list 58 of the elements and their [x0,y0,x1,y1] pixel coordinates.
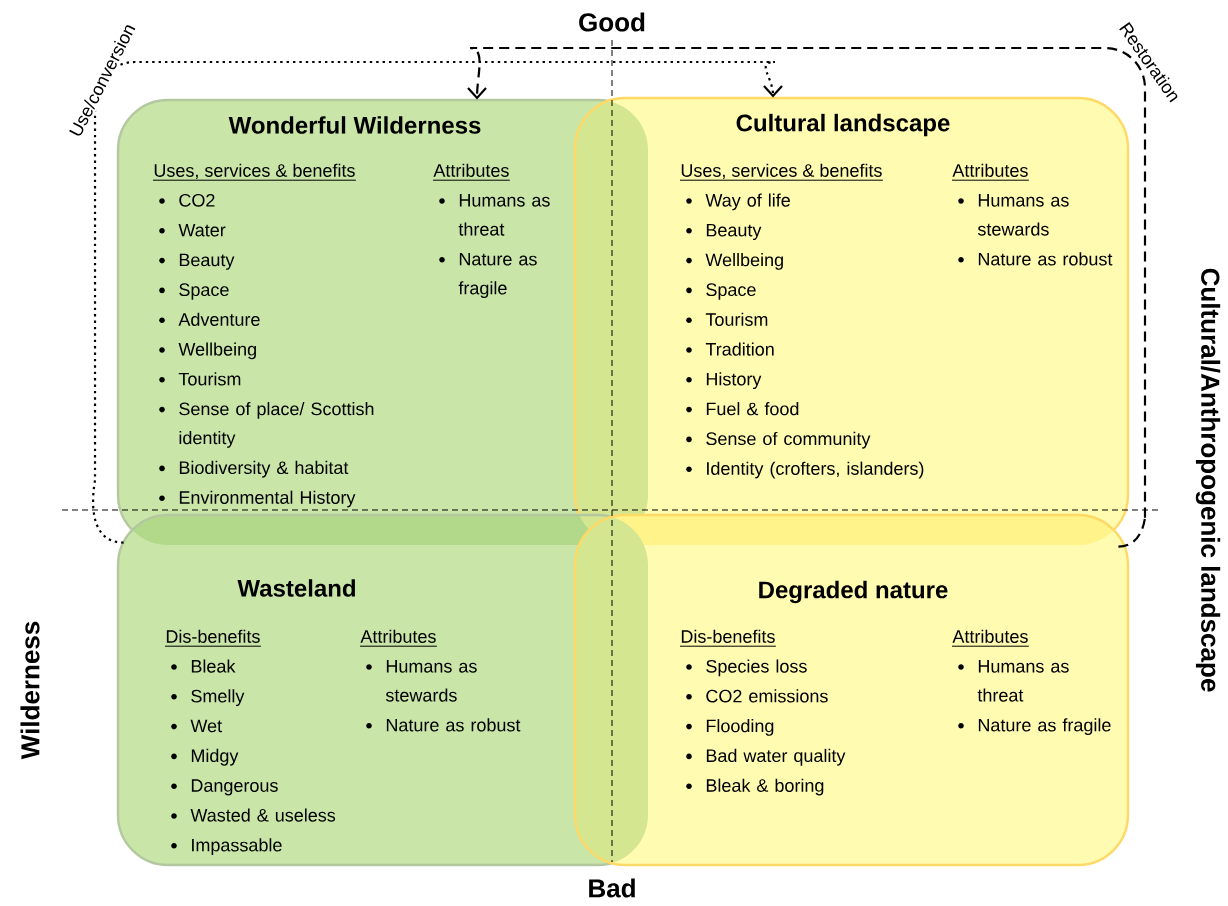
list-item: Smelly [191,689,245,707]
list-item: Fuel & food [706,402,799,416]
list-item: Nature as robust [978,252,1113,266]
list-item: Impassable [192,838,282,856]
list-item: Way of life [705,193,790,211]
quadrant-title: Cultural landscape [736,113,950,137]
list-item: Sense of community [706,431,871,449]
list-item: Beauty [179,253,235,270]
axis-label: Cultural/Anthropogenic landscape [1195,268,1221,692]
axis-label: Good [579,12,645,32]
list-item: Tourism [178,372,241,386]
list-item: Water [178,223,226,237]
column-heading: Attributes [951,163,1030,181]
column-heading: Attributes [432,163,511,181]
list-item: Wet [190,719,222,733]
list-item: Flooding [706,719,774,736]
quadrant-title: Degraded nature [759,580,948,604]
list-item: Adventure [178,312,260,326]
column-heading: Dis-benefits [164,629,262,647]
list-item: Sense of place/ Scottish identity [179,402,374,448]
list-item: Humans as stewards [385,660,477,702]
list-item: Tradition [705,342,774,356]
list-item: History [706,372,762,390]
list-item: Bleak & boring [706,778,824,796]
column-heading: Attributes [951,629,1030,647]
quadrant-title: Wasteland [237,579,355,597]
list-item: Nature as fragile [978,718,1111,736]
arrow [467,46,1147,548]
list-item: Wasted & useless [190,808,336,822]
list-item: CO2 [179,193,215,207]
column-heading: Attributes [359,629,438,647]
list-item: CO2 emissions [706,689,828,703]
list-item: Nature as fragile [458,252,537,299]
list-item: Identity (crofters, islanders) [707,461,924,479]
column-heading: Uses, services & benefits [152,163,357,181]
list-item: Midgy [191,748,239,766]
list-item: Beauty [706,223,762,241]
list-item: Humans as stewards [977,194,1069,236]
list-item: Bleak [191,659,236,673]
list-item: Humans as threat [458,194,550,236]
axis-label: Bad [589,878,635,898]
list-item: Space [179,283,229,300]
list-item: Dangerous [191,779,278,796]
arrow [92,60,783,544]
column-heading: Uses, services & benefits [679,163,884,181]
quadrant-title: Wonderful Wilderness [228,116,481,134]
axis-label: Wilderness [20,621,40,760]
list-item: Environmental History [179,490,356,508]
list-item: Tourism [705,312,768,326]
list-item: Biodiversity & habitat [179,460,349,478]
column-heading: Dis-benefits [679,629,777,647]
list-item: Humans as threat [977,660,1069,702]
list-item: Wellbeing [178,342,256,360]
list-item: Space [706,283,756,300]
list-item: Nature as robust [386,718,521,732]
list-item: Bad water quality [706,748,846,766]
list-item: Species loss [706,659,807,677]
list-item: Wellbeing [705,253,783,270]
